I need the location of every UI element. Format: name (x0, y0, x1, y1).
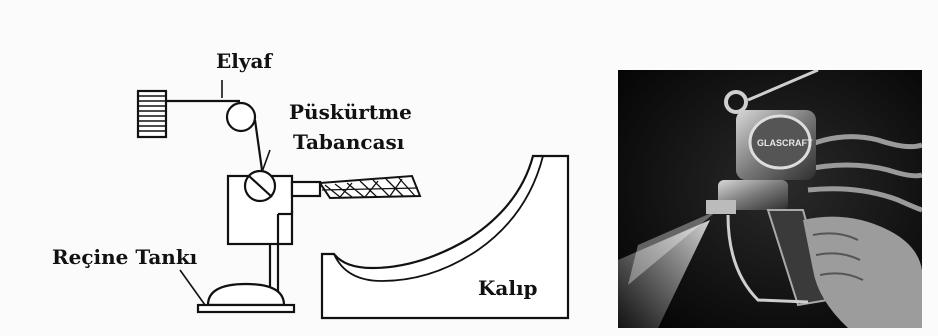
resin-tank-label: Reçine Tankı (52, 245, 198, 269)
brand-label: GLASCRAFT (757, 138, 813, 148)
gun-pointer (262, 150, 270, 172)
spray-gun-label-line1: Püskürtme (289, 100, 412, 124)
mold-label: Kalıp (478, 276, 538, 300)
spray-gun-photo: GLASCRAFT (618, 70, 922, 328)
fiber-spool (138, 91, 166, 137)
spray-gun-label-line2: Tabancası (293, 130, 405, 154)
spray-up-diagram: Elyaf Püskürtme Tabancası Reçine Tankı K… (0, 0, 600, 336)
fiber-label: Elyaf (216, 49, 273, 73)
spray-gun (228, 171, 320, 244)
spray-cone (320, 176, 420, 198)
pulley (227, 103, 255, 131)
